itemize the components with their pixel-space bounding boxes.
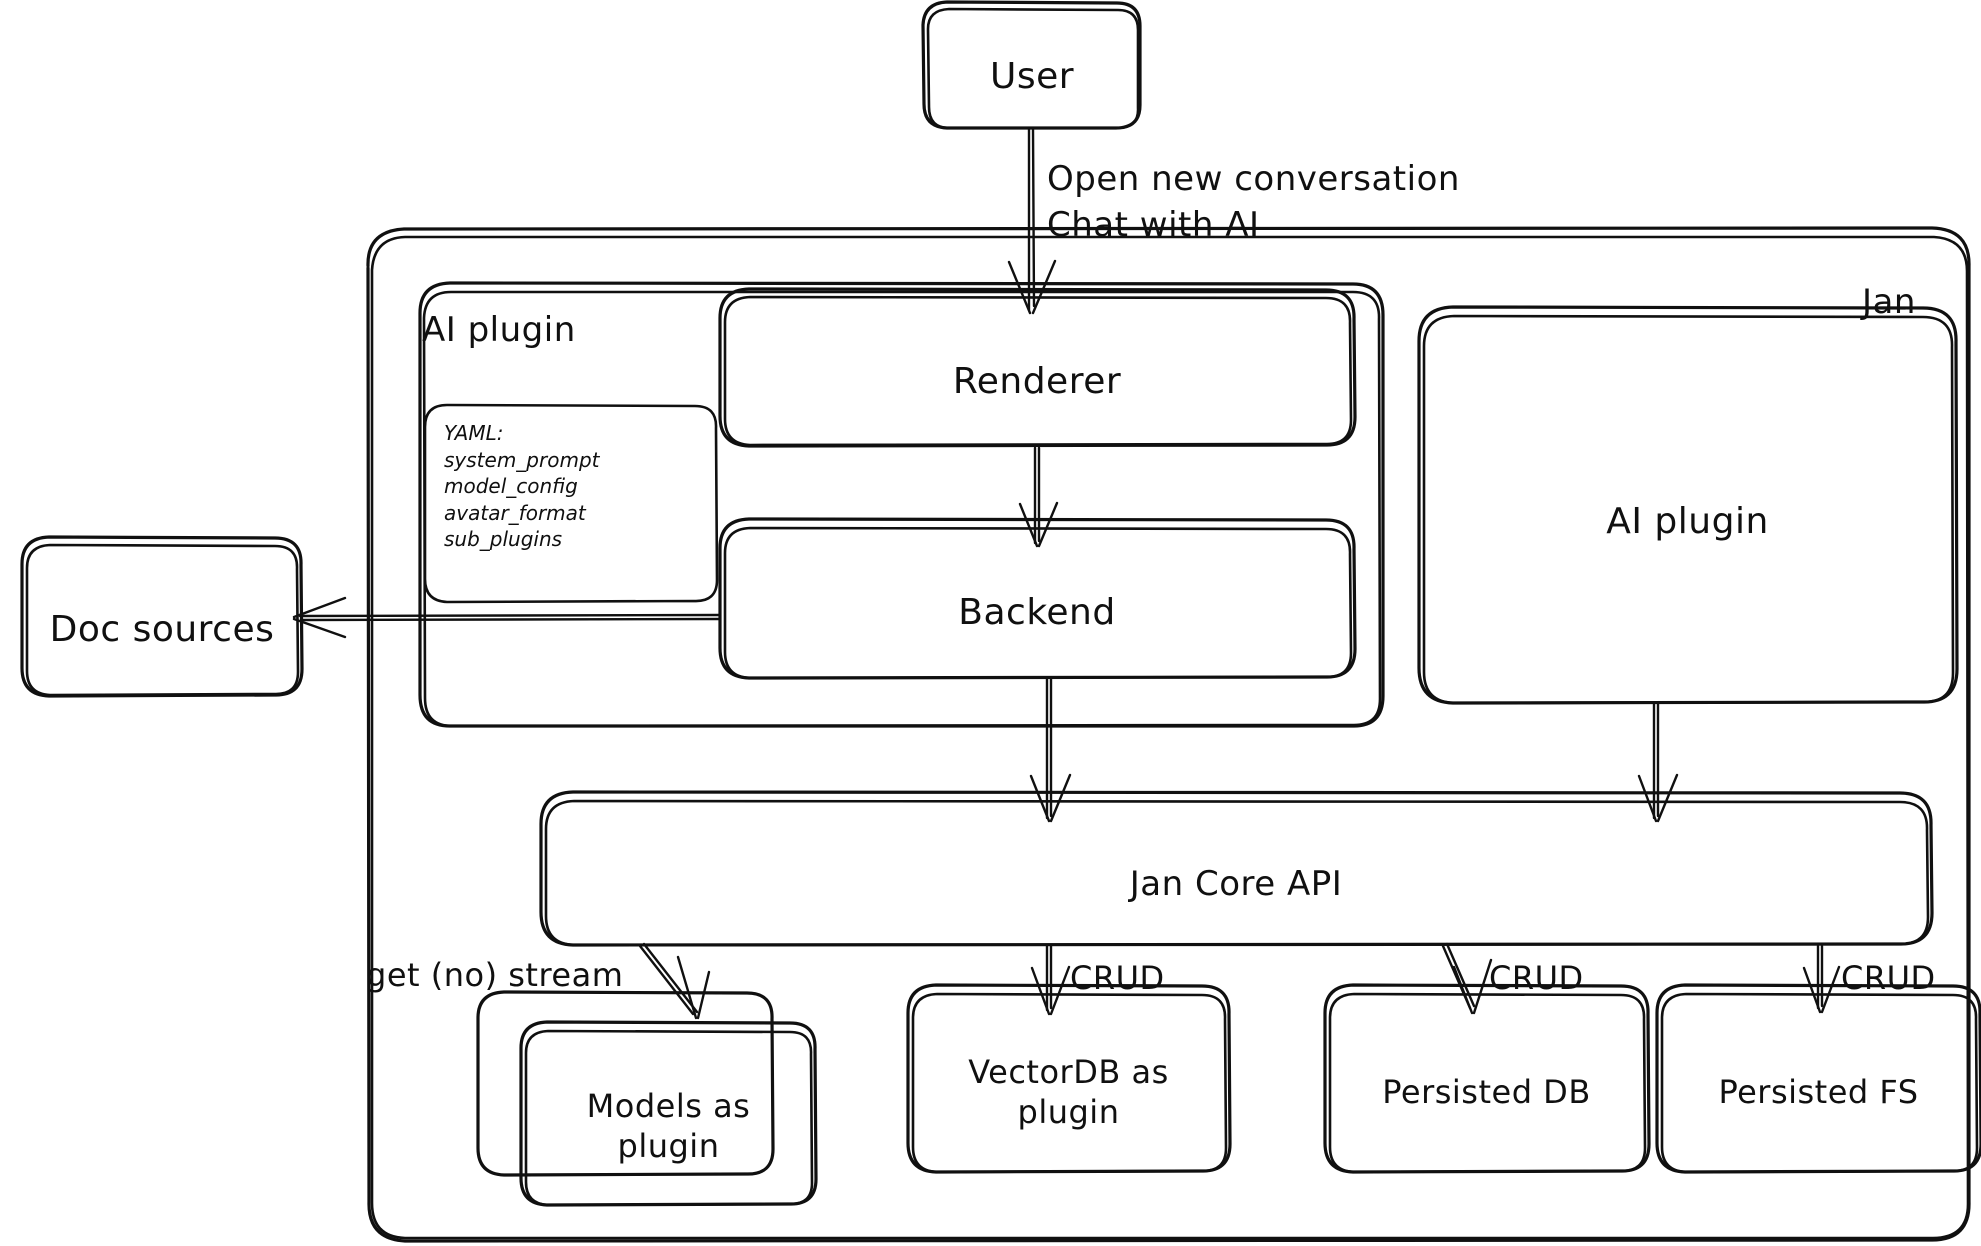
renderer-box-shape [718, 287, 1357, 448]
edge-core-to-models [638, 942, 711, 1020]
ai-plugin-group-label: AI plugin [422, 310, 576, 350]
edge-label-crud-persisted-db: CRUD [1489, 959, 1584, 997]
edge-label-open-conversation: Open new conversation Chat with AI [1047, 159, 1460, 245]
edge-backend-to-core [1029, 676, 1072, 823]
edge-core-to-persisted-fs [1802, 944, 1841, 1014]
jan-core-api-box-shape [539, 790, 1934, 947]
persisted-fs-box-shape [1655, 983, 1981, 1174]
ai-plugin-group-shape [418, 281, 1385, 728]
backend-box-shape [718, 517, 1357, 680]
models-box-shape [519, 1020, 818, 1207]
edge-backend-to-doc-sources [292, 596, 721, 639]
vectordb-box-shape [906, 983, 1232, 1174]
ai-plugin-box-shape [1417, 305, 1959, 705]
doc-sources-box-shape [20, 535, 304, 698]
persisted-db-box-shape [1323, 983, 1651, 1174]
edge-user-to-renderer [1007, 126, 1057, 315]
edge-core-to-vectordb [1030, 944, 1071, 1016]
edge-ai-plugin-to-core [1637, 702, 1679, 823]
yaml-card-shape [423, 403, 719, 604]
edge-label-get-stream: get (no) stream [366, 956, 624, 994]
jan-container-shape [366, 226, 1971, 1243]
edge-label-crud-vectordb: CRUD [1070, 959, 1165, 997]
jan-container-label: Jan [1862, 282, 1916, 322]
yaml-card-text: YAML: system_prompt model_config avatar_… [444, 421, 600, 552]
edge-label-crud-persisted-fs: CRUD [1841, 959, 1936, 997]
edge-renderer-to-backend [1018, 446, 1059, 548]
models-box-outer-shape [476, 990, 775, 1177]
user-box-shape [921, 0, 1142, 130]
edge-core-to-persisted-db [1441, 942, 1493, 1015]
